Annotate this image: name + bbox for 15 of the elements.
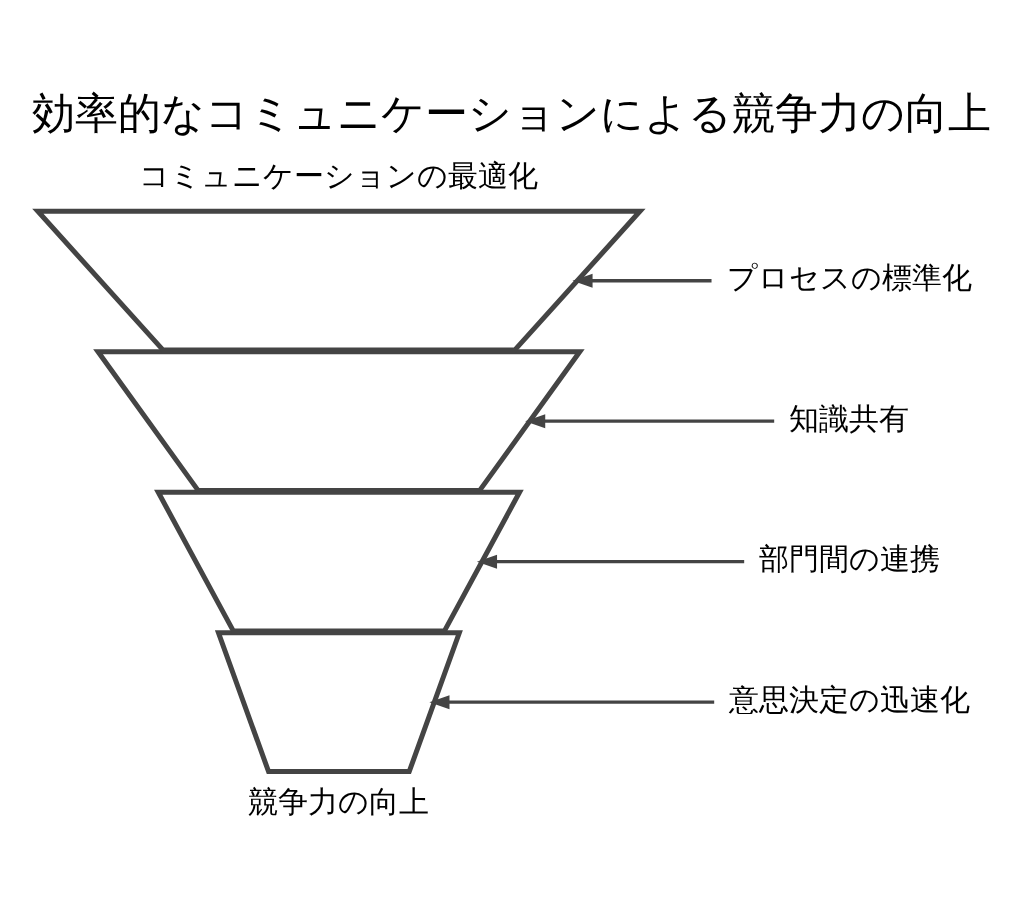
arrow bbox=[525, 413, 775, 428]
node-band bbox=[32, 208, 646, 353]
node-text: 部門間の連携 bbox=[758, 540, 940, 576]
node-band bbox=[154, 489, 524, 634]
diagram-title: 効率的なコミュニケーションによる競争力の向上 bbox=[32, 87, 992, 138]
node-band bbox=[93, 348, 585, 493]
label: 競争力の向上 bbox=[248, 783, 430, 819]
node-text: プロセスの標準化 bbox=[726, 259, 972, 295]
label: コミュニケーションの最適化 bbox=[139, 157, 539, 193]
arrow bbox=[476, 554, 745, 569]
node-text: 知識共有 bbox=[789, 400, 910, 436]
arrow bbox=[429, 694, 715, 709]
arrow bbox=[572, 273, 712, 288]
node-text: 意思決定の迅速化 bbox=[728, 681, 970, 717]
node-band bbox=[214, 629, 463, 774]
